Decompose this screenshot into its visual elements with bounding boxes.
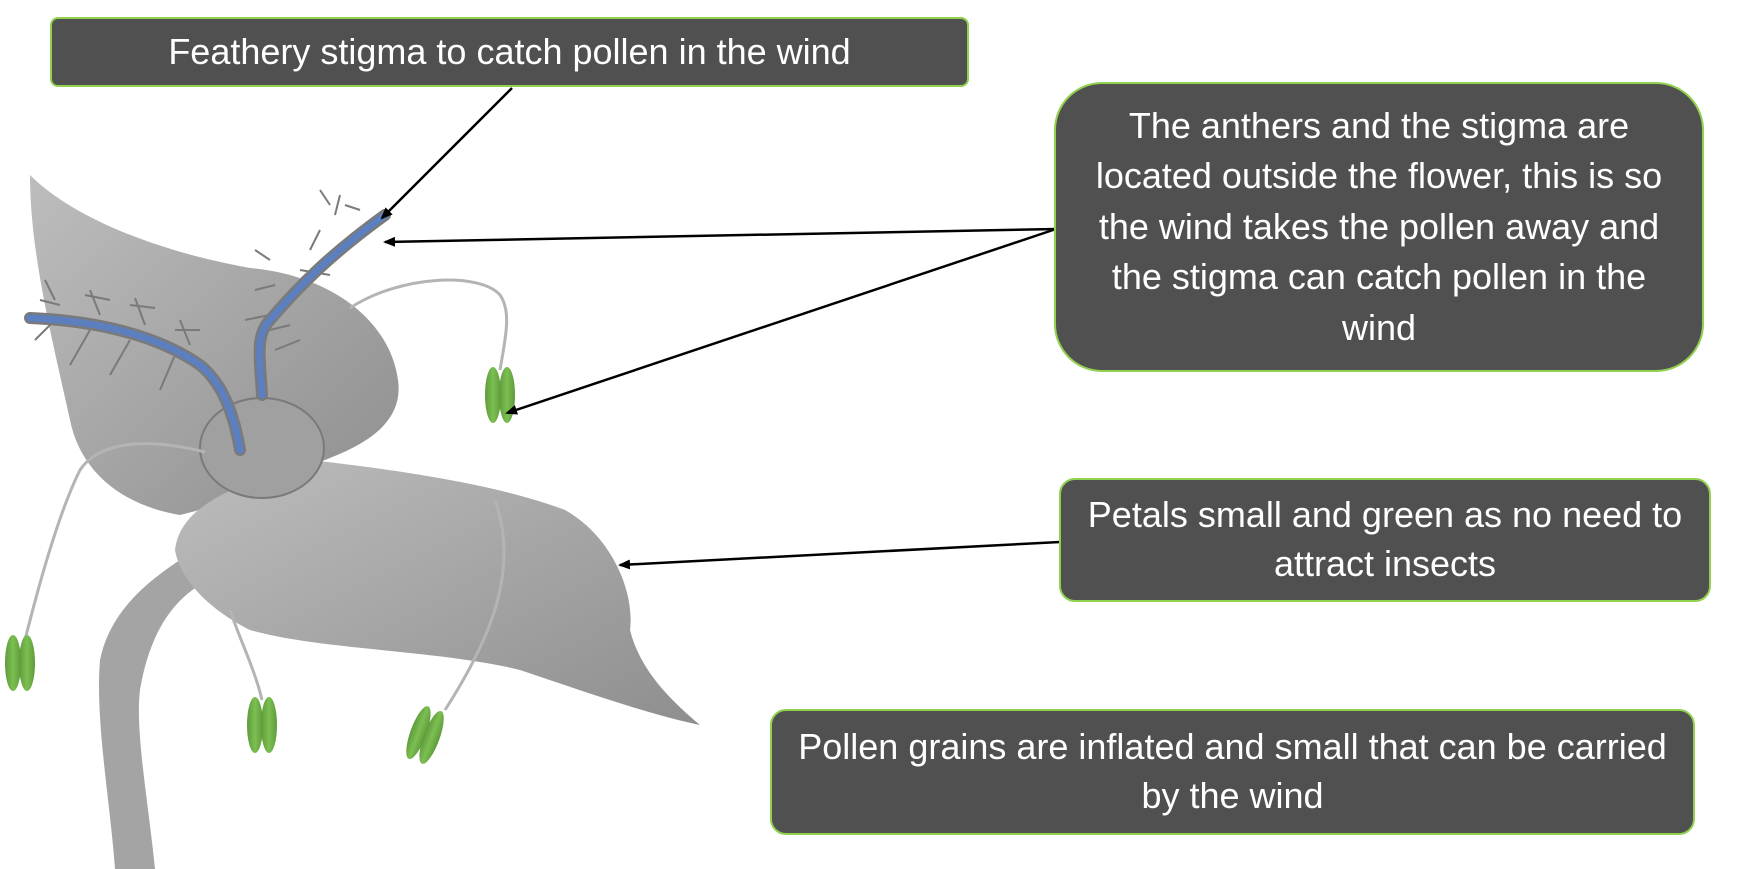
flower-stem bbox=[98, 560, 200, 869]
arrow-stigma bbox=[380, 87, 513, 220]
callout-feathery-stigma: Feathery stigma to catch pollen in the w… bbox=[50, 17, 969, 87]
anther-bottom-middle bbox=[247, 697, 277, 753]
feathery-stigma bbox=[24, 189, 391, 456]
anther-upper-right bbox=[485, 367, 515, 423]
arrow-anthers-stigma bbox=[383, 227, 1057, 247]
ovary bbox=[199, 397, 325, 499]
lower-petal bbox=[175, 460, 700, 725]
anther-left bbox=[5, 635, 35, 691]
callout-pollen-grains: Pollen grains are inflated and small tha… bbox=[770, 709, 1695, 835]
anther-bottom-right bbox=[406, 706, 444, 764]
callout-petals: Petals small and green as no need to att… bbox=[1059, 478, 1711, 602]
arrow-anthers-anther bbox=[505, 227, 1057, 415]
arrows bbox=[380, 87, 1061, 570]
arrow-petals bbox=[618, 540, 1061, 570]
callout-anthers-and-stigma: The anthers and the stigma are located o… bbox=[1054, 82, 1704, 372]
filaments bbox=[23, 278, 509, 711]
